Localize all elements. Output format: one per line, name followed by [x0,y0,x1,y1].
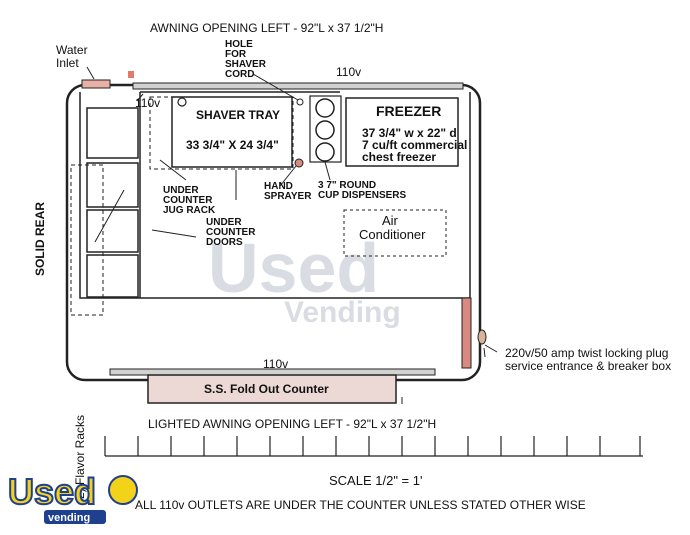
left-cabinet-1 [86,107,139,159]
left-cabinet-2 [86,162,139,208]
jug-rack-label-2: COUNTER [163,195,213,206]
air-conditioner [343,209,447,257]
used-vending-logo: Used vending [7,470,138,524]
hand-sprayer-label-1: HAND [264,181,293,192]
outlet-110v-bottom: 110v [263,357,289,371]
hand-sprayer-label-2: SPRAYER [264,191,312,202]
hand-sprayer-icon [294,158,304,168]
logo-word: Used [8,471,96,512]
shaver-tray-label: SHAVER TRAY [196,108,281,122]
freezer-label: FREEZER [376,103,442,119]
watermark-text: Used [208,229,379,307]
hole-label-4: CORD [225,69,255,80]
counter-doors-label-2: COUNTER [206,227,256,238]
left-cabinet-4 [86,254,139,298]
jug-rack-area [149,96,294,170]
cup-dispenser-icon [315,120,335,140]
water-inlet [81,79,111,89]
solid-rear-label: SOLID REAR [33,201,47,276]
freezer-detail-2: 7 cu/ft commercial [362,138,468,152]
awning-top-label: AWNING OPENING LEFT - 92"L x 37 1/2"H [150,21,384,35]
service-plug-label-2: service entrance & breaker box [505,359,672,373]
jug-rack-label-3: JUG RACK [163,205,216,216]
freezer [345,97,459,167]
shaver-tray-dims: 33 3/4" X 24 3/4" [186,138,279,152]
fold-counter-label: S.S. Fold Out Counter [204,382,329,396]
logo-sub: vending [48,512,90,524]
logo-sub-bg [44,510,106,524]
cord-hole-icon [296,98,304,106]
flavor-racks-outline [70,164,104,316]
cup-dispenser-icon [315,142,335,162]
freezer-detail-3: chest freezer [362,150,437,164]
cup-dispenser-icon [315,98,335,118]
logo-face-icon [108,475,138,505]
hole-label-1: HOLE [225,39,253,50]
watermark-sub: Vending [284,296,401,329]
cup-dispenser-label-1: 3 7" ROUND [318,180,377,191]
water-inlet-label-2: Inlet [56,56,79,70]
top-wall-strip [132,82,464,90]
freezer-detail-1: 37 3/4" w x 22" d [362,126,457,140]
outlets-note: ALL 110v OUTLETS ARE UNDER THE COUNTER U… [135,498,586,512]
hole-label-2: FOR [225,49,247,60]
jug-rack-label-1: UNDER [163,185,199,196]
cup-dispenser-label-2: CUP DISPENSERS [318,190,407,201]
fold-out-counter [147,374,397,404]
scale-bar [104,436,643,457]
counter-doors-label-1: UNDER [206,217,242,228]
service-plug-label-1: 220v/50 amp twist locking plug [505,346,669,360]
plug-icon [477,329,487,345]
air-conditioner-label-1: Air [382,213,398,228]
shaver-tray [171,96,293,168]
hole-label-3: SHAVER [225,59,266,70]
counter-outline [79,92,471,299]
outlet-110v-top: 110v [336,65,362,79]
awning-bottom-label: LIGHTED AWNING OPENING LEFT - 92"L x 37 … [148,417,437,431]
inlet-marker [128,71,134,78]
shaver-cord-hole-icon [177,97,187,107]
water-inlet-label-1: Water [56,43,88,57]
counter-doors-label-3: DOORS [206,237,243,248]
outlet-110v-left: 110v [135,96,161,110]
breaker-panel [461,297,472,369]
scale-label: SCALE 1/2" = 1' [329,473,423,488]
left-cabinet-3 [86,209,139,253]
air-conditioner-label-2: Conditioner [359,227,426,242]
